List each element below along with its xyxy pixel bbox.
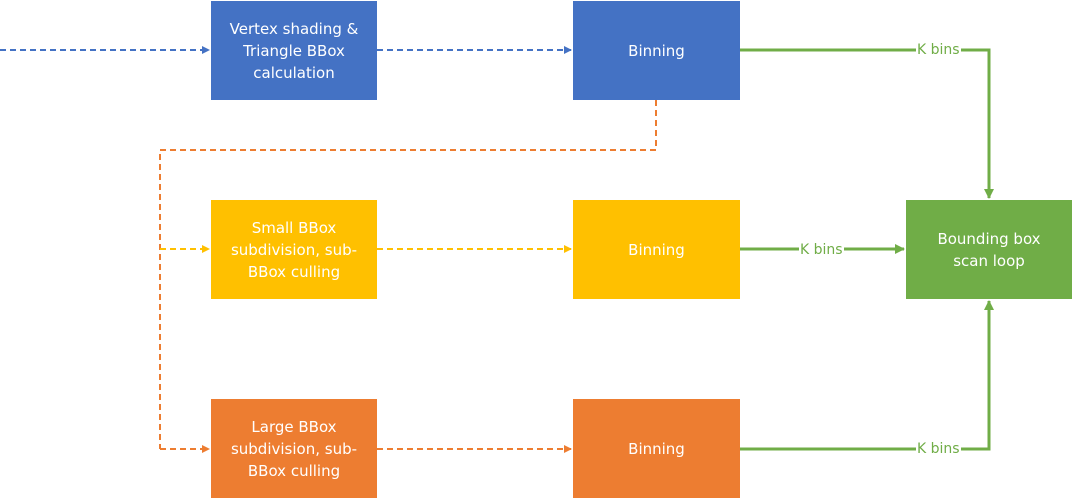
k-bins-label-middle: K bins — [799, 242, 844, 258]
edge-binning-overflow-split — [159, 100, 657, 449]
edge-binning-bottom-to-scan — [740, 300, 994, 451]
scan-loop-label: Bounding box scan loop — [937, 229, 1041, 270]
k-bins-label-top: K bins — [916, 42, 961, 58]
binning-box-bottom: Binning — [573, 399, 740, 498]
binning-bottom-label: Binning — [628, 439, 685, 458]
large-bbox-label: Large BBox subdivision, sub- BBox cullin… — [230, 417, 358, 480]
large-bbox-box: Large BBox subdivision, sub- BBox cullin… — [211, 399, 377, 498]
k-bins-label-bottom: K bins — [916, 441, 961, 457]
small-bbox-box: Small BBox subdivision, sub- BBox cullin… — [211, 200, 377, 299]
vertex-shading-label: Vertex shading & Triangle BBox calculati… — [229, 19, 359, 82]
binning-box-top: Binning — [573, 1, 740, 100]
binning-top-label: Binning — [628, 41, 685, 60]
bounding-box-scan-loop-box: Bounding box scan loop — [906, 200, 1072, 299]
binning-box-middle: Binning — [573, 200, 740, 299]
binning-middle-label: Binning — [628, 240, 685, 259]
vertex-shading-box: Vertex shading & Triangle BBox calculati… — [211, 1, 377, 100]
edge-binning-top-to-scan — [740, 48, 994, 199]
small-bbox-label: Small BBox subdivision, sub- BBox cullin… — [230, 218, 358, 281]
